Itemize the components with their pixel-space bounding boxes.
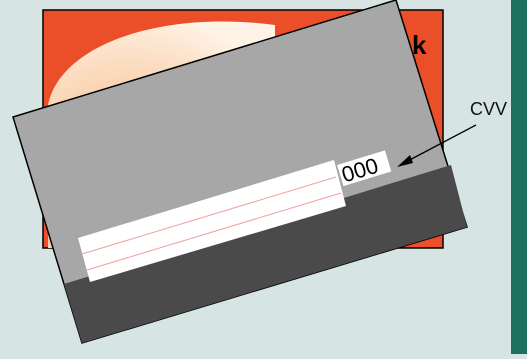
side-strip: [511, 0, 527, 354]
front-card-text: k: [412, 30, 427, 60]
cvv-pointer-label: CVV: [470, 99, 507, 120]
